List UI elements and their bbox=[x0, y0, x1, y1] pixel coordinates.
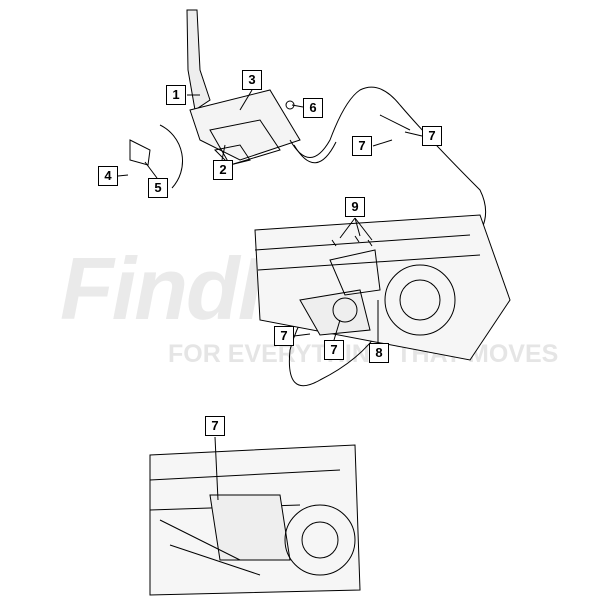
shifter-assembly bbox=[129, 9, 301, 189]
bracket-view bbox=[149, 444, 361, 596]
callout-7[interactable]: 7 bbox=[274, 326, 294, 346]
callout-6[interactable]: 6 bbox=[303, 98, 323, 118]
watermark-tagline: FOR EVERYTHING THAT MOVES bbox=[168, 340, 559, 368]
leader-lines bbox=[117, 89, 423, 501]
callout-7[interactable]: 7 bbox=[352, 136, 372, 156]
transmission-view bbox=[254, 214, 511, 361]
callout-7[interactable]: 7 bbox=[422, 126, 442, 146]
callout-3[interactable]: 3 bbox=[242, 70, 262, 90]
callout-4[interactable]: 4 bbox=[98, 166, 118, 186]
callout-9[interactable]: 9 bbox=[345, 197, 365, 217]
callout-7[interactable]: 7 bbox=[324, 340, 344, 360]
callout-5[interactable]: 5 bbox=[148, 178, 168, 198]
callout-7[interactable]: 7 bbox=[205, 416, 225, 436]
callout-8[interactable]: 8 bbox=[369, 343, 389, 363]
callout-2[interactable]: 2 bbox=[213, 160, 233, 180]
callout-1[interactable]: 1 bbox=[166, 85, 186, 105]
